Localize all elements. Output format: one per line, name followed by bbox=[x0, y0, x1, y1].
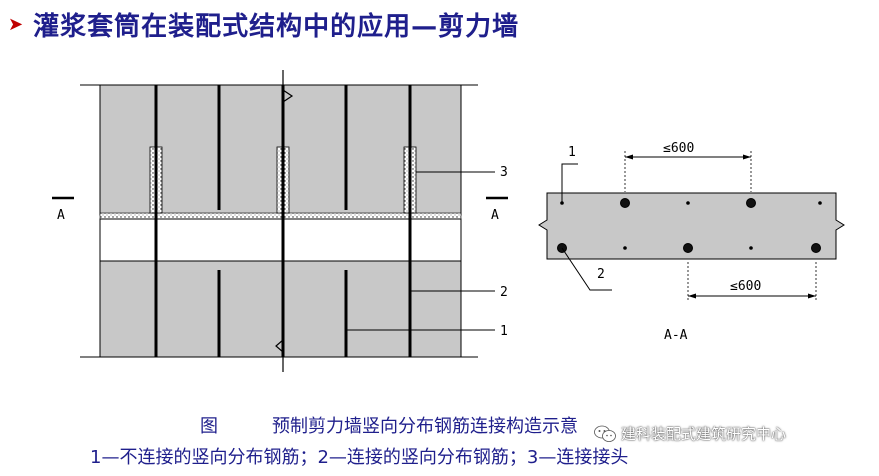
unconnected-bar-dot bbox=[818, 201, 822, 205]
connected-bar-dot bbox=[746, 198, 756, 208]
callout-2-label: 2 bbox=[500, 285, 508, 300]
slide-header: ➤ 灌浆套筒在装配式结构中的应用—剪力墙 bbox=[8, 6, 519, 42]
figure-title: 预制剪力墙竖向分布钢筋连接构造示意 bbox=[272, 416, 578, 437]
triangle-right-icon: ➤ bbox=[8, 13, 24, 35]
section-aa: ≤600 ≤600 1 2 A-A bbox=[538, 141, 845, 343]
dimension-arrow bbox=[743, 154, 751, 160]
callout-1-leader-section bbox=[561, 163, 578, 203]
spacing-label-top: ≤600 bbox=[663, 141, 694, 156]
dimension-arrow bbox=[808, 293, 816, 299]
unconnected-bar-dot bbox=[623, 246, 627, 250]
dimension-arrow bbox=[688, 293, 696, 299]
wall-elevation: A A 3 2 1 bbox=[52, 70, 508, 372]
section-mark-left-label: A bbox=[57, 208, 65, 223]
wechat-icon bbox=[594, 425, 616, 442]
section-label: A-A bbox=[664, 328, 688, 343]
callout-3-label: 3 bbox=[500, 165, 508, 180]
section-mark-right-label: A bbox=[491, 208, 499, 223]
watermark: 建科装配式建筑研究中心 bbox=[594, 423, 786, 444]
spacing-label-bottom: ≤600 bbox=[730, 279, 761, 294]
figure-label: 图 bbox=[200, 416, 218, 437]
section-callout-2: 2 bbox=[597, 267, 605, 282]
figure-legend: 1—不连接的竖向分布钢筋；2—连接的竖向分布钢筋；3—连接接头 bbox=[90, 447, 629, 468]
callout-2-leader-section bbox=[561, 247, 612, 291]
connected-bar-dot bbox=[811, 243, 821, 253]
dimension-arrow bbox=[625, 154, 633, 160]
slide-title: 灌浆套筒在装配式结构中的应用—剪力墙 bbox=[33, 11, 520, 42]
wall-section-strip bbox=[538, 192, 845, 260]
figure-caption: 图 预制剪力墙竖向分布钢筋连接构造示意 bbox=[200, 412, 578, 438]
watermark-text: 建科装配式建筑研究中心 bbox=[621, 425, 787, 443]
connected-bar-dot bbox=[620, 198, 630, 208]
connected-bar-dot bbox=[683, 243, 693, 253]
unconnected-bar-dot bbox=[749, 246, 753, 250]
joint-band bbox=[99, 218, 462, 262]
unconnected-bar-dot bbox=[686, 201, 690, 205]
lower-wall-panel bbox=[99, 260, 462, 358]
section-callout-1: 1 bbox=[568, 145, 576, 160]
grout-joint bbox=[99, 212, 462, 220]
callout-1-label: 1 bbox=[500, 324, 508, 339]
